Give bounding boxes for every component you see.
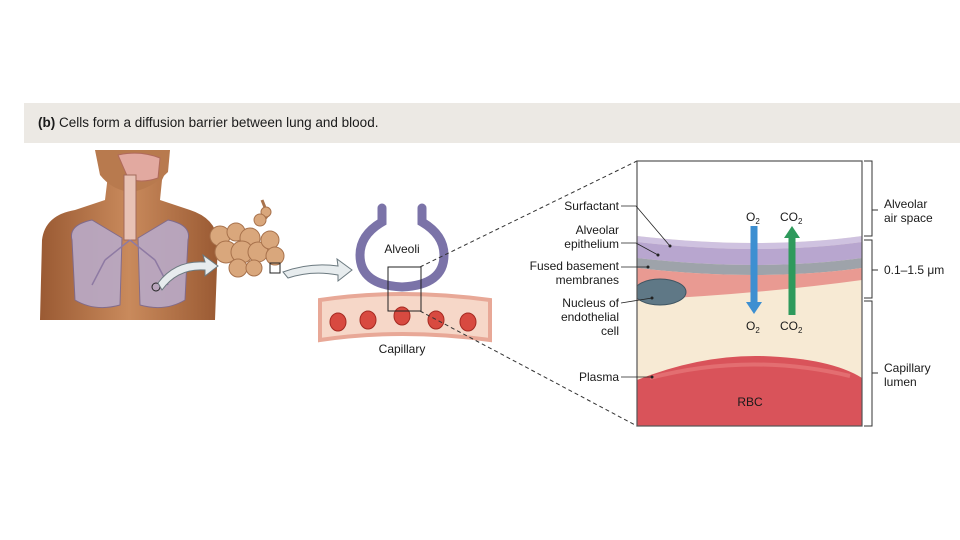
zoom-arrow-1: [157, 253, 219, 291]
alveoli-label: Alveoli: [384, 242, 419, 256]
plasma-label: Plasma: [579, 370, 619, 384]
rbc-label: RBC: [737, 395, 763, 409]
alveolar-epithelium-label-1: Alveolar: [576, 223, 619, 237]
detail-panel: O2 CO2 O2 CO2 RBC: [636, 160, 863, 427]
alveoli-cluster-illustration: [209, 199, 285, 278]
figure-caption: (b) Cells form a diffusion barrier betwe…: [38, 115, 378, 130]
capillary-lumen-label-2: lumen: [884, 375, 917, 389]
co2-bottom-label: CO2: [780, 319, 803, 335]
right-brackets: [864, 160, 878, 427]
alveolar-epithelium-label-2: epithelium: [564, 237, 619, 251]
capillary-label: Capillary: [379, 342, 426, 356]
co2-top-label: CO2: [780, 210, 803, 226]
left-labels: Surfactant Alveolar epithelium Fused bas…: [530, 199, 672, 384]
o2-bottom-label: O2: [746, 319, 760, 335]
fused-basement-label-1: Fused basement: [530, 259, 620, 273]
caption-prefix: (b): [38, 115, 56, 130]
o2-top-label: O2: [746, 210, 760, 226]
fused-basement-label-2: membranes: [556, 273, 619, 287]
zoom-line-bottom: [419, 310, 638, 427]
alveolus-capillary-illustration: Alveoli Capillary: [318, 203, 492, 356]
surfactant-label: Surfactant: [564, 199, 619, 213]
caption-text: Cells form a diffusion barrier between l…: [59, 115, 379, 130]
nucleus-label-3: cell: [601, 324, 619, 338]
capillary-lumen-label-1: Capillary: [884, 361, 931, 375]
nucleus-label-2: endothelial: [561, 310, 619, 324]
zoom-arrow-2: [282, 257, 353, 283]
alveolar-air-label-1: Alveolar: [884, 197, 927, 211]
human-torso-illustration: [40, 150, 218, 320]
thickness-label: 0.1–1.5 μm: [884, 263, 944, 277]
nucleus-label-1: Nucleus of: [562, 296, 619, 310]
alveolar-air-label-2: air space: [884, 211, 933, 225]
zoom-line-top: [419, 160, 638, 268]
caption-bar: (b) Cells form a diffusion barrier betwe…: [24, 103, 960, 143]
